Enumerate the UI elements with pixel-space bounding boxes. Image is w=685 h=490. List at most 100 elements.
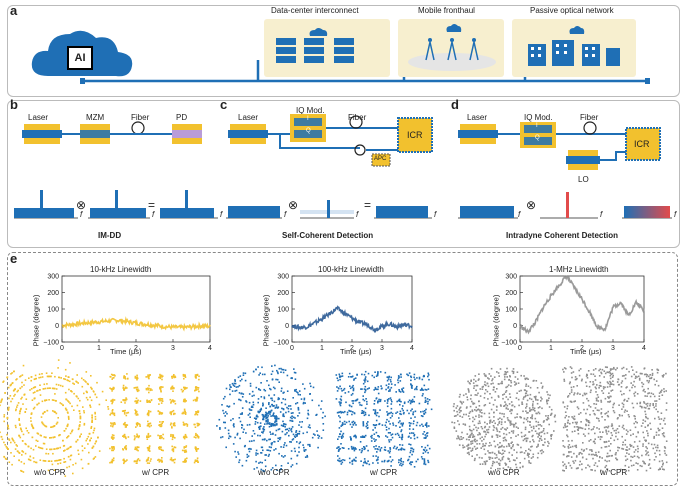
constellation-point [532,403,534,405]
constellation-point [525,394,527,397]
xtick-label-1-2: 2 [350,345,354,352]
constellation-point [387,387,389,389]
constellation-point [536,432,538,435]
constellation-point [523,435,526,437]
constellation-point [95,440,97,443]
constellation-point [600,412,603,414]
constellation-point [379,400,382,403]
constellation-point [43,442,46,445]
constellation-point [402,405,404,407]
constellation-point [465,393,467,395]
constellation-point [184,400,186,403]
constellation-point [56,459,59,462]
constellation-point [147,413,149,415]
constellation-point [645,450,647,452]
constellation-point [536,387,539,389]
constellation-point [390,460,393,463]
constellation-point [134,375,137,378]
constellation-point [647,464,650,466]
constellation-point [269,438,271,441]
constellation-point [531,414,534,416]
constellation-point [513,426,515,428]
constellation-point [498,464,501,466]
constellation-point [229,384,231,386]
constellation-point [70,390,72,392]
constellation-point [110,425,112,427]
constellation-point [302,444,304,446]
constellation-point [596,384,598,386]
constellation-point [198,375,200,378]
constellation-point [536,402,539,405]
constellation-point [377,448,379,451]
constellation-point [576,426,578,428]
constellation-point [306,417,309,420]
constellation-point [386,414,389,416]
constellation-point [411,408,413,410]
constellation-point [253,417,256,419]
constellation-point [492,386,495,388]
constellation-point [158,459,161,461]
constellation-point [388,376,390,379]
constellation-point [525,390,528,392]
constellation-point [509,424,512,426]
constellation-point [252,430,255,432]
constellation-point [399,464,401,466]
constellation-point [348,457,351,460]
constellation-point [194,386,197,389]
constellation-point [653,378,655,381]
constellation-point [607,430,610,433]
constellation-point [594,432,596,435]
constellation-point [492,460,494,463]
constellation-point [617,449,619,452]
constellation-point [483,404,486,407]
constellation-point [457,436,460,438]
constellation-point [413,396,416,398]
constellation-point [270,446,272,449]
constellation-point [63,457,65,460]
constellation-point [484,392,486,395]
constellation-point [196,373,199,376]
constellation-point [123,388,125,391]
constellation-point [466,433,469,435]
constellation-point [345,401,347,404]
constellation-point [399,420,401,422]
constellation-point [49,437,51,439]
constellation-point [538,412,541,415]
constellation-point [123,375,125,377]
constellation-point [277,440,279,442]
constellation-point [375,455,377,457]
constellation-point [73,392,75,395]
constellation-point [533,407,536,410]
constellation-point [159,397,161,400]
constellation-point [473,402,476,405]
constellation-point [42,442,45,445]
constellation-point [170,402,172,404]
constellation-point [147,432,150,435]
constellation-point [474,375,477,377]
constellation-point [361,450,363,452]
constellation-point [280,401,283,404]
constellation-point [661,394,664,396]
constellation-point [280,371,282,373]
constellation-point [633,380,635,383]
constellation-point [508,432,511,434]
constellation-point [71,405,73,408]
constellation-point [363,446,366,449]
constellation-point [338,415,340,417]
constellation-point [569,422,571,425]
constellation-point [85,396,88,399]
constellation-point [288,434,290,437]
constellation-point [364,434,367,437]
constellation-point [134,446,137,449]
constellation-point [572,417,575,419]
constellation-point [420,415,423,417]
constellation-point [529,386,532,389]
constellation-point [537,407,540,409]
b-equals: = [148,198,156,212]
constellation-point [196,460,199,462]
constellation-point [285,444,288,447]
constellation-point [32,448,35,451]
constellation-point [617,378,619,380]
constellation-point [645,446,647,448]
constellation-point [471,400,473,403]
